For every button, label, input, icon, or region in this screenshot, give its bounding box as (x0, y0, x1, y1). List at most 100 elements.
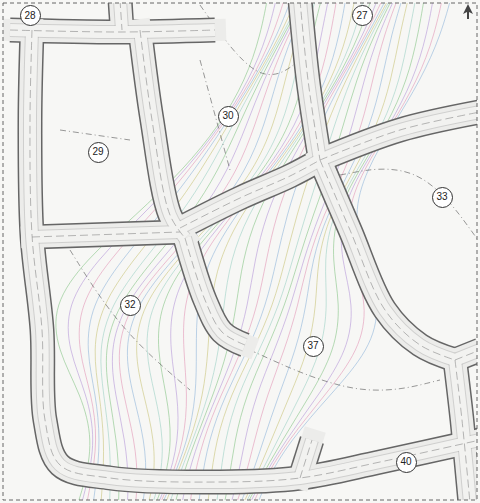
road-curb (32, 232, 180, 237)
lot-number: 32 (124, 300, 135, 310)
road-edge (320, 112, 477, 160)
lot-number-circle: 30 (218, 106, 239, 127)
north-arrow (463, 4, 473, 19)
road-curb (300, 3, 320, 160)
contour-line (112, 3, 310, 500)
road-surface (10, 30, 215, 32)
lot-number: 40 (400, 457, 411, 467)
road-curb (30, 30, 477, 482)
road-lane (10, 30, 215, 32)
road-lane (455, 350, 477, 360)
road-surface (32, 232, 180, 237)
road-lane (185, 238, 245, 345)
lot-number-circle: 33 (432, 187, 453, 208)
road-lane (300, 440, 312, 478)
contour-line (234, 3, 426, 500)
road-edge (10, 30, 215, 32)
road-curb (320, 160, 455, 360)
road-lane (140, 30, 185, 238)
road-surface (120, 3, 122, 30)
road-centerline (185, 238, 245, 345)
lot-number: 29 (92, 147, 103, 157)
contour-line (237, 3, 435, 500)
contour-line (227, 3, 402, 500)
road-centerline (32, 232, 180, 237)
road-edge (30, 30, 477, 482)
lot-number: 28 (24, 11, 35, 21)
contour-line (232, 3, 418, 500)
road-curb (120, 3, 122, 30)
road-lane (455, 360, 470, 500)
road-centerline (300, 3, 320, 160)
lot-number-circle: 37 (303, 336, 324, 357)
road-edge (320, 160, 455, 360)
road-surface (300, 3, 320, 160)
road-lane (300, 3, 320, 160)
lot-number-circle: 40 (396, 452, 417, 473)
road-centerline (300, 440, 312, 478)
road-edge (32, 232, 180, 237)
roads (10, 3, 477, 500)
lot-number-circle: 27 (352, 5, 373, 26)
road-centerline (30, 30, 477, 482)
contour-line (119, 3, 311, 500)
contour-line (229, 3, 405, 500)
lot-number: 33 (436, 192, 447, 202)
contour-line (68, 3, 278, 500)
road-centerline (455, 350, 477, 360)
road-curb (320, 112, 477, 160)
road-surface (180, 160, 320, 228)
lot-line (250, 350, 440, 390)
road-lane (320, 160, 455, 360)
road-centerline (320, 160, 455, 360)
road-surface (140, 30, 185, 238)
road-edge (300, 3, 320, 160)
road-surface (320, 160, 455, 360)
road-centerline (10, 30, 215, 32)
lot-number-circle: 32 (120, 295, 141, 316)
contour-line (148, 3, 338, 500)
contour-line (143, 3, 319, 500)
contour-lines (56, 3, 453, 500)
contour-line (88, 3, 294, 500)
road-surface (455, 350, 477, 360)
road-curb (455, 350, 477, 360)
road-centerline (180, 160, 320, 228)
road-centerline (320, 112, 477, 160)
lot-line (70, 250, 190, 390)
road-curb (180, 160, 320, 228)
lot-number-circle: 29 (88, 142, 109, 163)
road-centerline (455, 360, 470, 500)
road-surface (185, 238, 245, 345)
contour-line (161, 3, 366, 500)
road-lane (120, 3, 122, 30)
contour-line (151, 3, 347, 500)
contour-line (101, 3, 305, 500)
road-edge (455, 360, 470, 500)
lot-lines (60, 5, 477, 390)
road-curb (185, 238, 245, 345)
road-curb (140, 30, 185, 238)
sheet-frame (3, 3, 477, 500)
road-centerline (140, 30, 185, 238)
road-surface (30, 30, 477, 482)
contour-line (230, 3, 410, 500)
road-edge (455, 350, 477, 360)
road-curb (455, 360, 470, 500)
road-edge (185, 238, 245, 345)
road-lane (320, 112, 477, 160)
lot-number: 30 (222, 111, 233, 121)
road-edge (140, 30, 185, 238)
contour-line (169, 3, 375, 500)
lot-number: 37 (307, 341, 318, 351)
road-lane (30, 30, 477, 482)
road-lane (180, 160, 320, 228)
lot-number: 27 (356, 11, 367, 21)
contour-line (242, 3, 444, 500)
road-surface (455, 360, 470, 500)
lot-line (60, 130, 130, 140)
road-edge (120, 3, 122, 30)
road-centerline (120, 3, 122, 30)
